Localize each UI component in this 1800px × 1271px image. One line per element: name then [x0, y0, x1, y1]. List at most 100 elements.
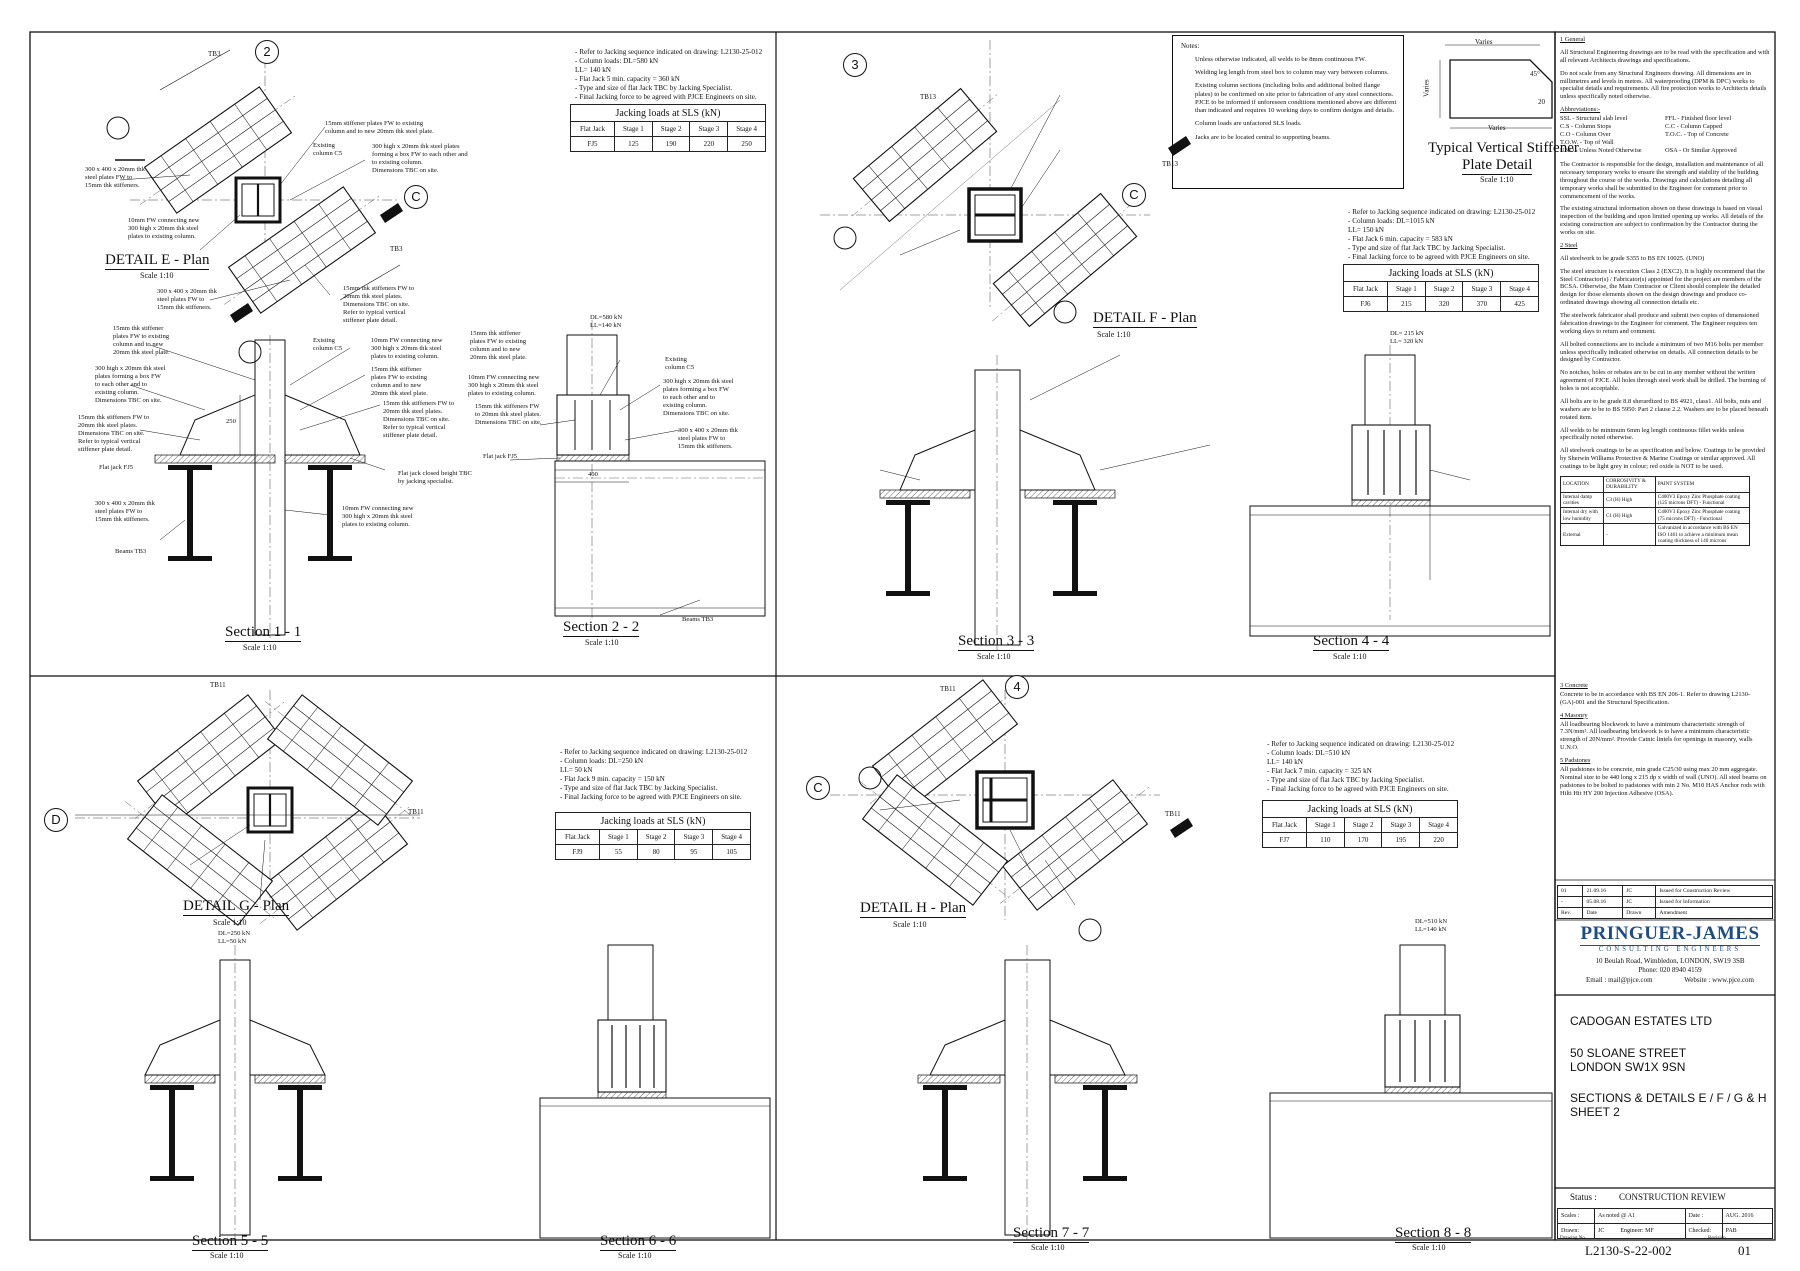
title-block: PRINGUER-JAMES CONSULTING ENGINEERS 10 B…: [1568, 923, 1772, 993]
s1-label-flatjack: Flat jack FJ5: [99, 464, 134, 471]
stiffener-varies-side: Varies: [1422, 79, 1431, 97]
grid-bubble-c: C: [404, 185, 428, 209]
detail-h-plan: [830, 663, 1193, 942]
drawing-number-row: Drawing No. Revision: [1560, 1236, 1726, 1241]
beam-tag-tb13: TB13: [920, 93, 936, 101]
section-5-scale: Scale 1:10: [210, 1251, 244, 1260]
grid-bubble-c3: C: [806, 776, 830, 800]
section-3-title: Section 3 - 3: [958, 633, 1035, 651]
stiffener-detail-graphic: [1439, 44, 1553, 129]
jacking-notes-g: - Refer to Jacking sequence indicated on…: [560, 748, 748, 801]
stiffener-dim-45: 45°: [1530, 70, 1540, 78]
beam-tag-tb11: TB11: [210, 681, 226, 689]
general-notes-box: Notes: Unless otherwise indicated, all w…: [1172, 35, 1404, 189]
beam-tag-tb11-d: TB11: [1165, 810, 1181, 818]
section-5-5: [144, 945, 326, 1240]
section-6-6: [539, 944, 771, 1239]
status-row: Status : CONSTRUCTION REVIEW: [1570, 1192, 1726, 1202]
section-4-scale: Scale 1:10: [1333, 652, 1367, 661]
section-7-scale: Scale 1:10: [1031, 1243, 1065, 1252]
section-1-title: Section 1 - 1: [225, 624, 302, 642]
section-4-title: Section 4 - 4: [1313, 633, 1390, 651]
detail-e-scale: Scale 1:10: [140, 271, 174, 280]
leader-lines: [119, 94, 1471, 906]
beam-tag-tb3-b: TB3: [390, 245, 403, 253]
detail-h-title: DETAIL H - Plan: [860, 900, 967, 918]
section-2-scale: Scale 1:10: [585, 638, 619, 647]
stiffener-detail-scale: Scale 1:10: [1480, 175, 1514, 184]
company-subtitle: CONSULTING ENGINEERS: [1580, 945, 1760, 953]
detail-g-scale: Scale 1:10: [213, 918, 247, 927]
detail-h-scale: Scale 1:10: [893, 920, 927, 929]
section-3-3: [879, 355, 1116, 650]
beam-tag-tb3: TB3: [208, 50, 221, 58]
stiffener-varies-bottom: Varies: [1488, 124, 1506, 132]
grid-bubble-c2: C: [1122, 183, 1146, 207]
detail-f-scale: Scale 1:10: [1097, 330, 1131, 339]
detail-e-plan: [106, 40, 403, 364]
section-2-2: [554, 320, 766, 620]
section-7-7: [917, 945, 1138, 1240]
company-logo: PRINGUER-JAMES: [1580, 923, 1760, 944]
section-6-title: Section 6 - 6: [600, 1233, 677, 1251]
section-8-scale: Scale 1:10: [1412, 1243, 1446, 1252]
section-4-4: [1249, 345, 1551, 637]
stiffener-detail-title2: Plate Detail: [1462, 157, 1533, 175]
jacking-notes-h: - Refer to Jacking sequence indicated on…: [1267, 740, 1455, 793]
beam-tag-tb13-b: TB13: [1162, 160, 1178, 168]
jacking-notes-f: - Refer to Jacking sequence indicated on…: [1348, 208, 1536, 261]
general-notes-panel-2: 3 Concrete Concrete to be in accordance …: [1560, 682, 1767, 797]
grid-bubble-2: 2: [255, 40, 279, 64]
drawing-number: L2130-S-22-002: [1585, 1243, 1672, 1258]
section-7-title: Section 7 - 7: [1013, 1225, 1090, 1243]
s2-dim-400: 400: [588, 471, 598, 478]
beam-tag-tb11-c: TB11: [940, 685, 956, 693]
section-5-title: Section 5 - 5: [192, 1233, 269, 1251]
stiffener-varies-top: Varies: [1475, 38, 1493, 46]
project-info: CADOGAN ESTATES LTD 50 SLOANE STREET LON…: [1570, 1014, 1767, 1120]
s1-label-beams: Beams TB3: [115, 548, 147, 555]
detail-g-title: DETAIL G - Plan: [183, 898, 290, 916]
grid-bubble-3: 3: [843, 53, 867, 77]
section-8-title: Section 8 - 8: [1395, 1225, 1472, 1243]
detail-f-plan: [820, 40, 1191, 344]
section-1-1: [154, 335, 366, 640]
stiffener-detail-title: Typical Vertical Stiffener: [1428, 140, 1579, 156]
section-6-scale: Scale 1:10: [618, 1251, 652, 1260]
beam-tag-tb11-b: TB11: [408, 808, 424, 816]
detail-f-title: DETAIL F - Plan: [1093, 310, 1197, 328]
s2-label-beams: Beams TB3: [682, 616, 714, 623]
grid-bubble-d: D: [44, 808, 68, 832]
detail-e-title: DETAIL E - Plan: [105, 252, 210, 270]
revision-number: 01: [1738, 1243, 1751, 1258]
